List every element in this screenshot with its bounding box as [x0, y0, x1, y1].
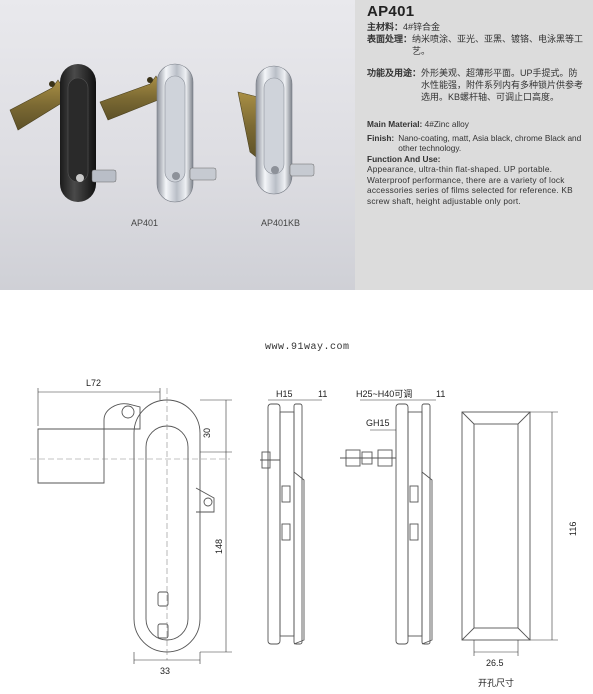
dim-h-adjust: H25~H40可调 — [356, 389, 412, 399]
material-label: 主材料： — [367, 22, 404, 32]
dim-top-offset: 30 — [202, 428, 212, 438]
dim-cutout-height: 116 — [568, 522, 578, 536]
dim-cutout-width: 26.5 — [486, 658, 504, 668]
product-photo-panel: AP401 AP401KB — [0, 0, 355, 290]
function-label: 功能及用途： — [367, 68, 422, 78]
black-lock-photo — [9, 64, 117, 202]
side-view-kb — [340, 403, 433, 645]
function-use-value: Appearance, ultra-thin flat-shaped. UP p… — [367, 164, 573, 206]
cutout-label: 开孔尺寸 — [478, 677, 514, 688]
surface-value: 纳米喷涂、亚光、亚黑、镀铬、电泳黑等工艺。 — [412, 34, 584, 56]
surface-row: 表面处理： 纳米喷涂、亚光、亚黑、镀铬、电泳黑等工艺。 — [367, 33, 585, 57]
chrome-kb-lock-photo — [237, 65, 315, 195]
main-material-label: Main Material: — [367, 119, 423, 129]
main-material-value: 4#Zinc alloy — [424, 119, 469, 129]
dim-side-11b: 11 — [436, 389, 445, 399]
dim-h15: H15 — [276, 389, 293, 399]
dim-side-11a: 11 — [318, 389, 327, 399]
dim-width: 33 — [160, 666, 170, 676]
product-photo-illustration — [9, 63, 315, 203]
function-value: 外形美观、超薄形平面。UP手提式。防水性能强，附件系列内有多种锁片供参考选用。K… — [421, 68, 584, 102]
dim-height: 148 — [214, 539, 224, 554]
english-spec: Main Material: 4#Zinc alloy Finish: Nano… — [367, 119, 585, 206]
finish-value: Nano-coating, matt, Asia black, chrome B… — [398, 132, 582, 154]
cutout-view — [461, 411, 531, 641]
product-caption-ap401kb: AP401KB — [261, 218, 301, 228]
product-caption-ap401: AP401 — [131, 218, 159, 228]
spec-panel: AP401 主材料： 4#锌合金 表面处理： 纳米喷涂、亚光、亚黑、镀铬、电泳黑… — [355, 0, 593, 290]
surface-label: 表面处理： — [367, 34, 413, 44]
front-view-outline — [37, 399, 215, 653]
side-view-h15 — [260, 403, 305, 645]
technical-drawing: L72 30 148 33 H15 11 H25~H40可调 11 GH15 1… — [30, 378, 578, 688]
dim-length: L72 — [86, 378, 101, 388]
model-title: AP401 — [367, 3, 415, 20]
chrome-lock-photo — [99, 63, 217, 203]
material-row: 主材料： 4#锌合金 — [367, 21, 585, 33]
website-watermark: www.91way.com — [265, 342, 350, 353]
dim-gh15: GH15 — [366, 418, 390, 428]
main-material-row: Main Material: 4#Zinc alloy — [367, 119, 585, 130]
finish-row: Finish: Nano-coating, matt, Asia black, … — [367, 133, 585, 154]
function-row: 功能及用途： 外形美观、超薄形平面。UP手提式。防水性能强，附件系列内有多种锁片… — [367, 67, 585, 103]
function-use-label: Function And Use: — [367, 153, 441, 164]
finish-label: Finish: — [367, 132, 395, 143]
material-value: 4#锌合金 — [403, 22, 441, 32]
